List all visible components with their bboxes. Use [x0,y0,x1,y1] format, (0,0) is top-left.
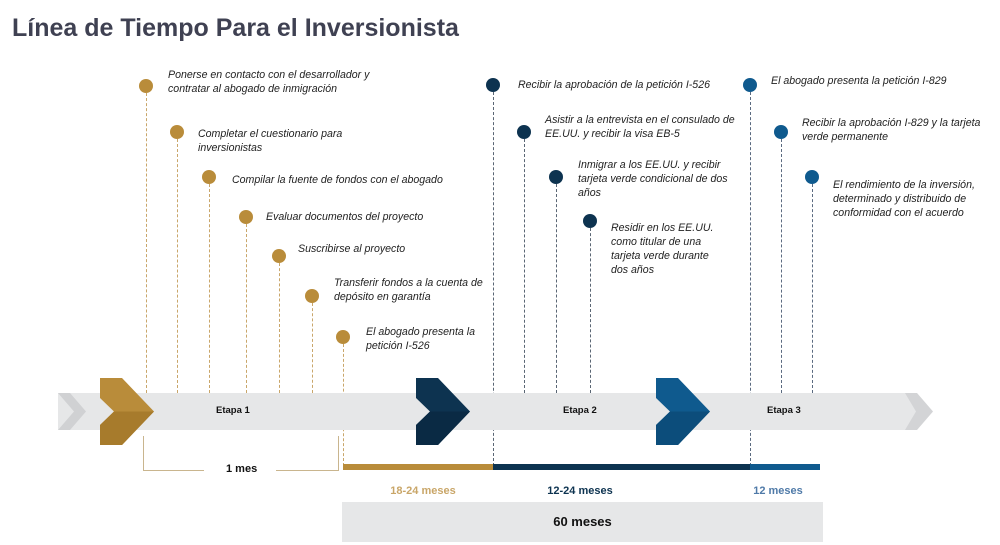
milestone-dot [336,330,350,344]
milestone-dot [170,125,184,139]
milestone-dot [272,249,286,263]
milestone-text: Inmigrar a los EE.UU. y recibir tarjeta … [578,159,728,199]
milestone-connector [177,139,178,393]
end-arrow-icon [905,393,933,430]
milestone-text: El rendimiento de la inversión, determin… [833,179,975,219]
timeline-band [58,393,916,430]
milestone-dot [774,125,788,139]
phase-bar-blue [750,464,820,470]
phase-blue-duration: 12 meses [753,485,803,497]
milestone-text: Compilar la fuente de fondos con el abog… [232,174,443,186]
milestone-connector [279,263,280,393]
milestone-connector [781,139,782,393]
milestone-connector [556,184,557,393]
milestone-dot [517,125,531,139]
milestone-text: Evaluar documentos del proyecto [266,211,424,223]
milestone-dot [239,210,253,224]
milestone-dot [486,78,500,92]
milestone-connector [590,228,591,393]
milestone-text: Completar el cuestionario para inversion… [198,128,343,154]
milestone-dot [202,170,216,184]
stage1-duration: 1 mes [226,463,258,475]
stage3-chevron-icon [656,378,710,445]
milestone-dot [583,214,597,228]
milestone-text: Transferir fondos a la cuenta de depósit… [334,277,483,303]
phase-bar-gold [343,464,493,470]
phase-navy-duration: 12-24 meses [547,485,613,497]
total-duration: 60 meses [342,502,823,542]
milestone-connector [493,92,494,466]
stage2-chevron-icon [416,378,470,445]
milestone-text: Residir en los EE.UU. como titular de un… [611,222,714,276]
milestone-connector [312,303,313,393]
stage3-label: Etapa 3 [767,405,801,416]
milestone-connector [146,93,147,393]
stage1-chevron-icon [100,378,154,445]
milestone-text: Recibir la aprobación I-829 y la tarjeta… [802,117,981,143]
stage1-label: Etapa 1 [216,405,250,416]
phase-gold-duration: 18-24 meses [390,485,456,497]
milestone-connector [750,92,751,466]
stage2-label: Etapa 2 [563,405,597,416]
start-chevron-icon [58,393,86,430]
milestone-connector [812,184,813,393]
milestone-connector [246,224,247,393]
page-title: Línea de Tiempo Para el Inversionista [12,14,459,42]
milestone-text: El abogado presenta la petición I-526 [366,326,475,352]
milestone-dot [139,79,153,93]
milestone-text: Recibir la aprobación de la petición I-5… [518,79,710,91]
milestone-text: El abogado presenta la petición I-829 [771,75,947,87]
milestone-text: Asistir a la entrevista en el consulado … [545,114,735,140]
milestone-dot [549,170,563,184]
phase-bar-navy [493,464,750,470]
milestone-text: Suscribirse al proyecto [298,243,406,255]
milestone-dot [805,170,819,184]
milestone-connector [209,184,210,393]
milestone-dot [305,289,319,303]
milestone-connector [524,139,525,393]
milestone-dot [743,78,757,92]
milestone-text: Ponerse en contacto con el desarrollador… [168,69,370,95]
